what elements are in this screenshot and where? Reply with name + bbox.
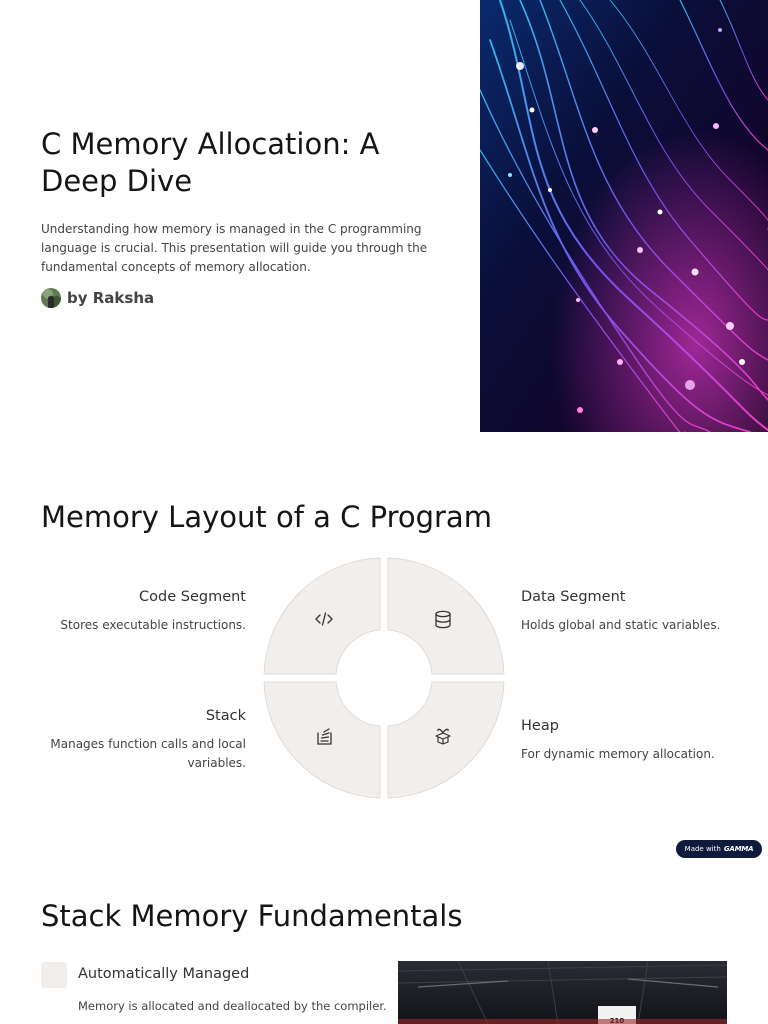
author-line: by Raksha <box>41 287 154 309</box>
memory-layout-diagram <box>262 556 506 800</box>
author-avatar <box>41 288 61 308</box>
code-quadrant <box>263 557 381 675</box>
segment-desc: Manages function calls and local variabl… <box>50 737 246 770</box>
slide-intro: Understanding how memory is managed in t… <box>41 222 428 274</box>
bullet-title: Automatically Managed <box>78 966 250 982</box>
box-icon <box>435 728 451 745</box>
warehouse-image: 210 <box>398 961 727 1024</box>
heap-segment-label: Heap For dynamic memory allocation. <box>521 717 741 764</box>
stack-quadrant <box>263 681 381 799</box>
made-with-gamma-badge[interactable]: Made with GAMMA <box>676 840 762 858</box>
author-name: by Raksha <box>67 289 155 307</box>
segment-title: Code Segment <box>139 589 246 605</box>
segment-desc: For dynamic memory allocation. <box>521 747 715 761</box>
memory-layout-title: Memory Layout of a C Program <box>41 500 492 534</box>
gamma-logo: GAMMA <box>723 845 754 853</box>
hero-image <box>480 0 768 432</box>
stack-segment-label: Stack Manages function calls and local v… <box>40 707 246 773</box>
segment-desc: Stores executable instructions. <box>60 618 246 632</box>
badge-prefix: Made with <box>684 845 721 853</box>
bullet-marker <box>41 962 67 988</box>
heap-quadrant <box>387 681 505 799</box>
bullet-desc: Memory is allocated and deallocated by t… <box>78 999 387 1013</box>
segment-title: Stack <box>205 708 246 724</box>
stack-icon <box>317 728 332 745</box>
database-icon <box>435 610 451 629</box>
slide-title: C Memory Allocation: A Deep Dive <box>41 127 380 198</box>
segment-title: Data Segment <box>521 589 626 605</box>
code-icon <box>315 612 333 626</box>
stack-fundamentals-title: Stack Memory Fundamentals <box>41 899 463 933</box>
segment-title: Heap <box>521 718 559 734</box>
code-segment-label: Code Segment Stores executable instructi… <box>40 588 246 635</box>
segment-desc: Holds global and static variables. <box>521 618 721 632</box>
data-segment-label: Data Segment Holds global and static var… <box>521 588 741 635</box>
